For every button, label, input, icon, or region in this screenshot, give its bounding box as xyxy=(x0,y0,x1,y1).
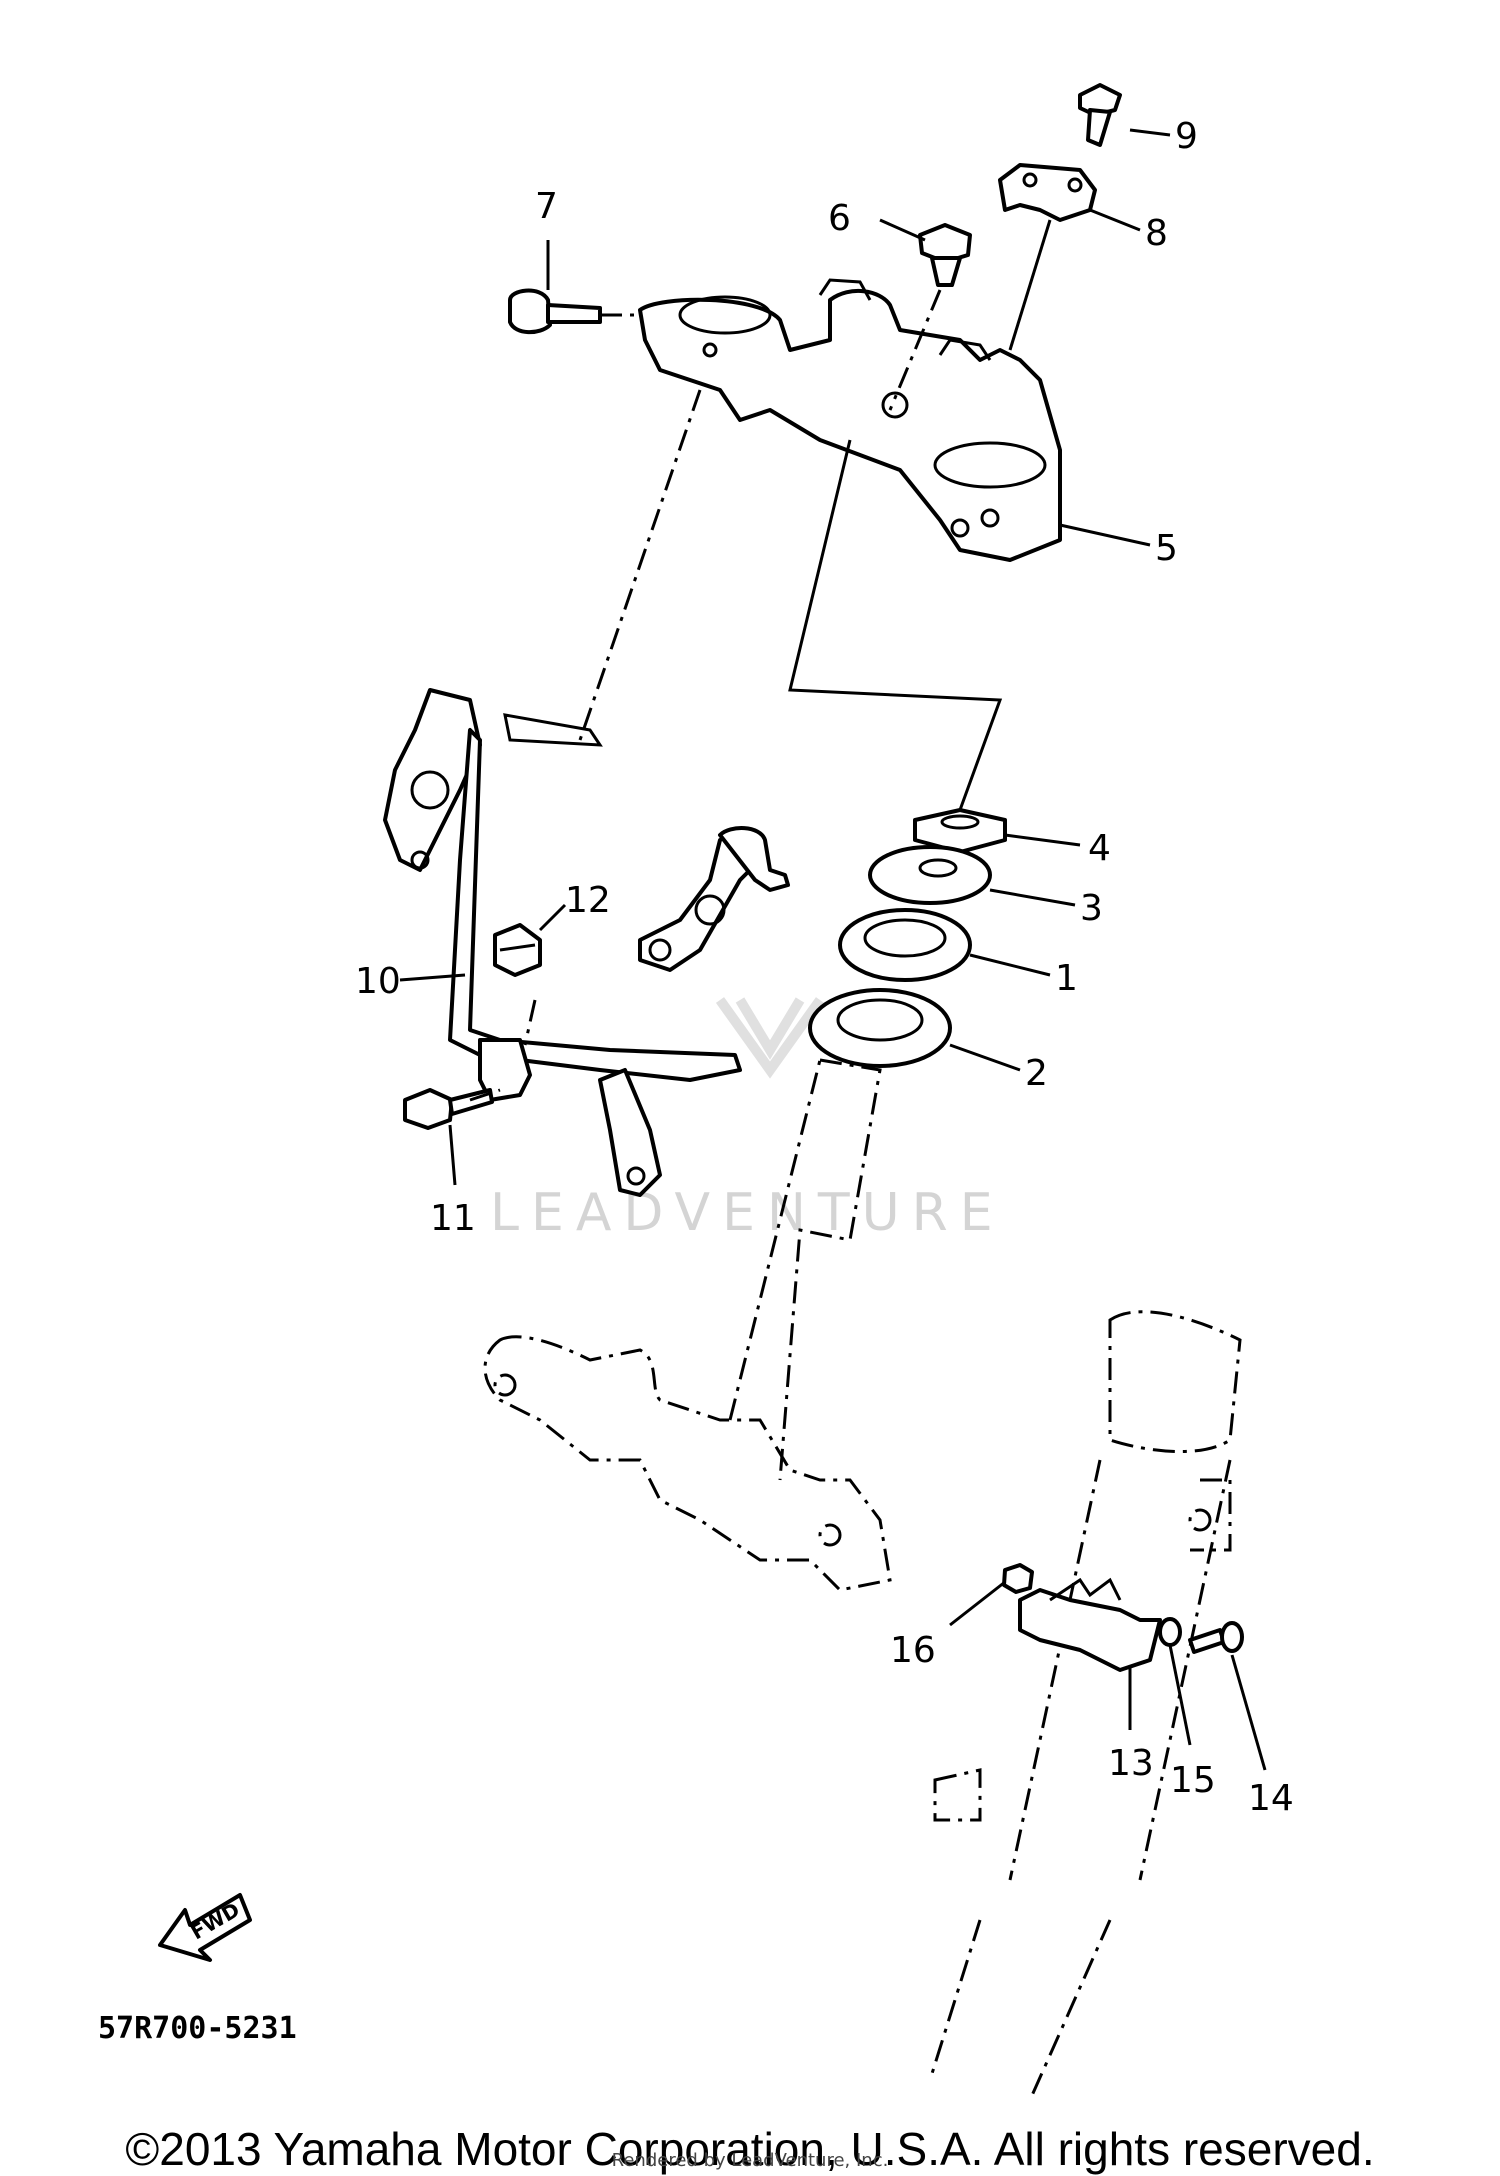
rendered-by-notice: Rendered by LeadVenture, Inc. xyxy=(611,2150,889,2171)
cable-guide xyxy=(1018,1577,1162,1672)
bolt-6 xyxy=(918,223,972,287)
bearing-upper xyxy=(838,908,972,982)
callout-10: 10 xyxy=(355,961,401,1002)
callout-13: 13 xyxy=(1108,1743,1154,1784)
drawing-code: 57R700-5231 xyxy=(98,2011,297,2046)
callout-12: 12 xyxy=(565,880,611,921)
lower-bracket-phantom xyxy=(483,1058,892,1592)
copyright-notice: ©2013 Yamaha Motor Corporation, U.S.A. A… xyxy=(125,2123,1375,2175)
callout-14: 14 xyxy=(1248,1778,1294,1819)
headlight-stay xyxy=(383,688,790,1197)
watermark-text: LEADVENTURE xyxy=(490,1183,1005,1243)
grommet xyxy=(493,923,542,977)
callout-8: 8 xyxy=(1145,213,1168,254)
callout-3: 3 xyxy=(1080,888,1103,929)
fwd-arrow: FWD xyxy=(158,1893,252,1962)
callout-5: 5 xyxy=(1155,528,1178,569)
fork-tube-phantom xyxy=(928,1310,1242,2101)
callout-16: 16 xyxy=(890,1630,936,1671)
upper-bracket xyxy=(638,278,1062,562)
nut-16 xyxy=(1002,1563,1034,1594)
callout-2: 2 xyxy=(1025,1053,1048,1094)
callout-1: 1 xyxy=(1055,958,1078,999)
bolt-7 xyxy=(508,288,602,335)
leader-lines xyxy=(399,128,1267,1771)
callout-7: 7 xyxy=(535,186,558,227)
handlebar-clamp xyxy=(998,163,1097,222)
callout-15: 15 xyxy=(1170,1760,1216,1801)
callout-numbers: 9 8 6 7 5 4 3 1 2 12 10 11 16 13 15 14 xyxy=(355,116,1294,1819)
bolt-11 xyxy=(403,1088,494,1130)
callout-9: 9 xyxy=(1175,116,1198,157)
watermark: LEADVENTURE xyxy=(490,997,1005,1243)
bolt-9 xyxy=(1078,83,1122,147)
callout-4: 4 xyxy=(1088,828,1111,869)
washer-15 xyxy=(1158,1617,1182,1647)
callout-11: 11 xyxy=(430,1198,476,1239)
washer xyxy=(868,845,992,905)
callout-6: 6 xyxy=(828,198,851,239)
screw-14 xyxy=(1188,1621,1244,1654)
bearing-lower xyxy=(808,988,952,1068)
